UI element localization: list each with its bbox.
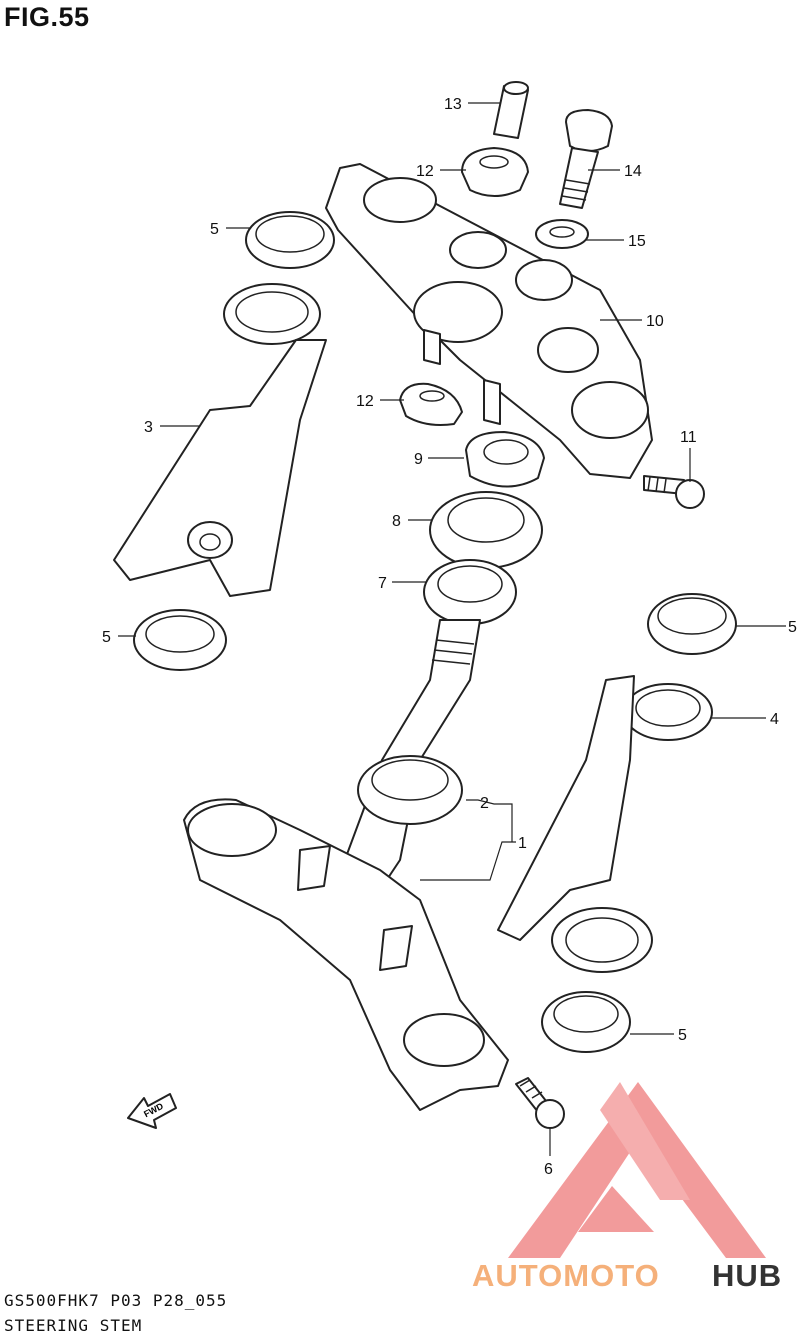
part-5-grommet-left [133, 609, 227, 671]
part-4-bracket-right [497, 675, 713, 973]
callout-1: 1 [518, 835, 527, 852]
model-code: GS500FHK7 P03 P28_055 [4, 1291, 228, 1310]
callout-12-lower: 12 [356, 393, 374, 410]
part-5-grommet-lower-right [541, 991, 631, 1053]
part-6-bolt [515, 1077, 565, 1129]
part-5-grommet-upper-left [245, 211, 335, 269]
part-11-bolt [643, 475, 705, 509]
callout-5-right: 5 [788, 619, 797, 636]
part-3-bracket-left [113, 283, 327, 597]
callout-3: 3 [144, 419, 153, 436]
callout-8: 8 [392, 513, 401, 530]
watermark-brand-part1: AUTOMOTO [472, 1258, 660, 1293]
part-5-grommet-right [647, 593, 737, 655]
callout-9: 9 [414, 451, 423, 468]
callout-11: 11 [680, 429, 697, 446]
callout-14: 14 [624, 163, 642, 180]
part-12-cushion-lower [399, 382, 463, 426]
callout-12-top: 12 [416, 163, 434, 180]
part-15-washer [535, 219, 589, 249]
callout-15: 15 [628, 233, 646, 250]
callout-2: 2 [480, 795, 489, 812]
callout-7: 7 [378, 575, 387, 592]
figure-title: FIG.55 [4, 2, 90, 32]
fwd-arrow-icon: FWD [127, 1093, 177, 1129]
part-1-steering-stem [183, 619, 509, 1111]
assembly-name: STEERING STEM [4, 1316, 143, 1335]
callout-5-left: 5 [102, 629, 111, 646]
callout-6: 6 [544, 1161, 553, 1178]
watermark-brand-part2: HUB [712, 1258, 783, 1293]
callout-5-upper-left: 5 [210, 221, 219, 238]
callout-5-lower-right: 5 [678, 1027, 687, 1044]
part-2-bearing [357, 755, 463, 825]
callout-10: 10 [646, 313, 664, 330]
callout-labels: 13 12 14 5 15 10 12 3 11 9 8 7 5 5 4 2 1… [102, 96, 797, 1178]
part-8-dust-seal [429, 491, 543, 569]
callout-4: 4 [770, 711, 779, 728]
part-14-bolt [559, 109, 613, 209]
part-7-bearing [423, 559, 517, 625]
part-13-spacer [493, 81, 529, 139]
part-10-upper-bracket [325, 163, 653, 479]
leader-lines [118, 102, 786, 1156]
part-9-nut [465, 431, 545, 488]
callout-13: 13 [444, 96, 462, 113]
part-12-cushion-top [461, 147, 529, 197]
